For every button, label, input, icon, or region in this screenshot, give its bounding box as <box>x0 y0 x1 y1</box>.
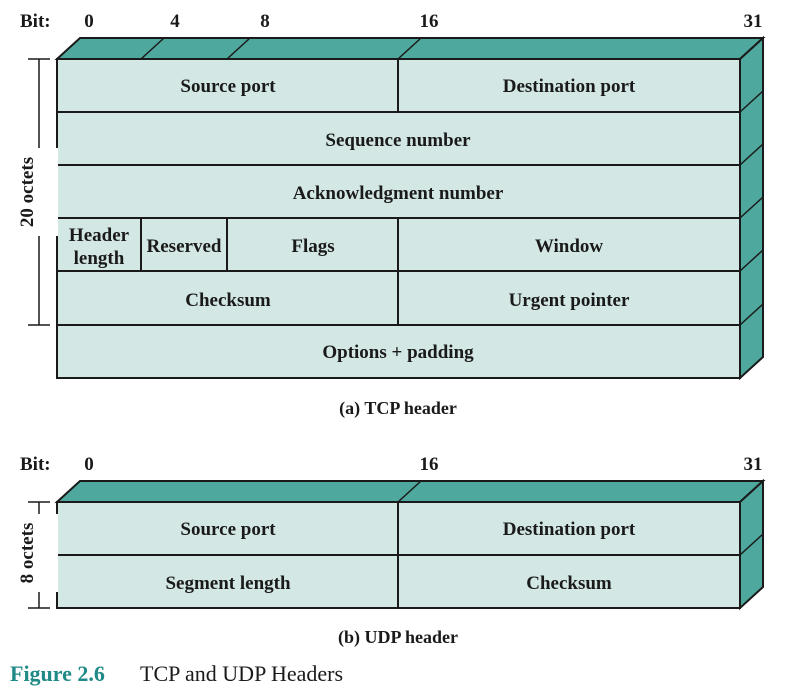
tcp-header-length-label-line1: Header <box>69 225 130 246</box>
udp-header: Bit: 0 16 31 Source port Destination por… <box>17 454 766 648</box>
udp-segment-length-cell <box>56 554 399 609</box>
udp-source-port-cell <box>56 501 399 556</box>
figure-title: TCP and UDP Headers <box>140 661 343 686</box>
udp-bit-prefix: Bit: <box>20 454 51 475</box>
tcp-window-cell <box>397 217 741 272</box>
udp-bit-31: 31 <box>744 454 763 475</box>
tcp-checksum-label: Checksum <box>185 290 271 311</box>
udp-octets-bracket: 8 octets <box>17 501 58 609</box>
tcp-options-padding-cell <box>56 324 741 379</box>
figure-number: Figure 2.6 <box>10 661 105 686</box>
tcp-octets-bracket: 20 octets <box>17 58 58 326</box>
tcp-bit-0: 0 <box>84 11 94 32</box>
udp-segment-length-label: Segment length <box>165 573 291 594</box>
tcp-reserved-cell <box>140 217 228 272</box>
tcp-reserved-label: Reserved <box>147 236 222 257</box>
udp-bit-0: 0 <box>84 454 94 475</box>
tcp-bit-16: 16 <box>420 11 439 32</box>
tcp-bit-31: 31 <box>744 11 763 32</box>
udp-checksum-cell <box>397 554 741 609</box>
udp-source-port-label: Source port <box>180 519 276 540</box>
tcp-window-label: Window <box>535 236 604 257</box>
tcp-flags-cell <box>226 217 399 272</box>
udp-checksum-label: Checksum <box>526 573 612 594</box>
tcp-sequence-number-label: Sequence number <box>325 130 471 151</box>
tcp-acknowledgment-number-label: Acknowledgment number <box>293 183 504 204</box>
tcp-urgent-pointer-label: Urgent pointer <box>509 290 630 311</box>
udp-destination-port-label: Destination port <box>503 519 636 540</box>
udp-caption: (b) UDP header <box>338 627 458 648</box>
tcp-bit-prefix: Bit: <box>20 11 51 32</box>
tcp-destination-port-label: Destination port <box>503 76 636 97</box>
udp-octets-label: 8 octets <box>17 523 38 584</box>
tcp-source-port-label: Source port <box>180 76 276 97</box>
tcp-header-length-label-line2: length <box>74 248 125 269</box>
tcp-caption: (a) TCP header <box>339 398 457 419</box>
tcp-bit-8: 8 <box>260 11 270 32</box>
tcp-flags-label: Flags <box>291 236 334 257</box>
tcp-options-padding-label: Options + padding <box>322 342 474 363</box>
tcp-octets-label: 20 octets <box>17 157 38 227</box>
tcp-header: Bit: 0 4 8 16 31 Sourc <box>17 11 766 419</box>
udp-bit-16: 16 <box>420 454 439 475</box>
tcp-urgent-pointer-cell <box>397 270 741 326</box>
udp-destination-port-cell <box>397 501 741 556</box>
tcp-bit-4: 4 <box>170 11 180 32</box>
